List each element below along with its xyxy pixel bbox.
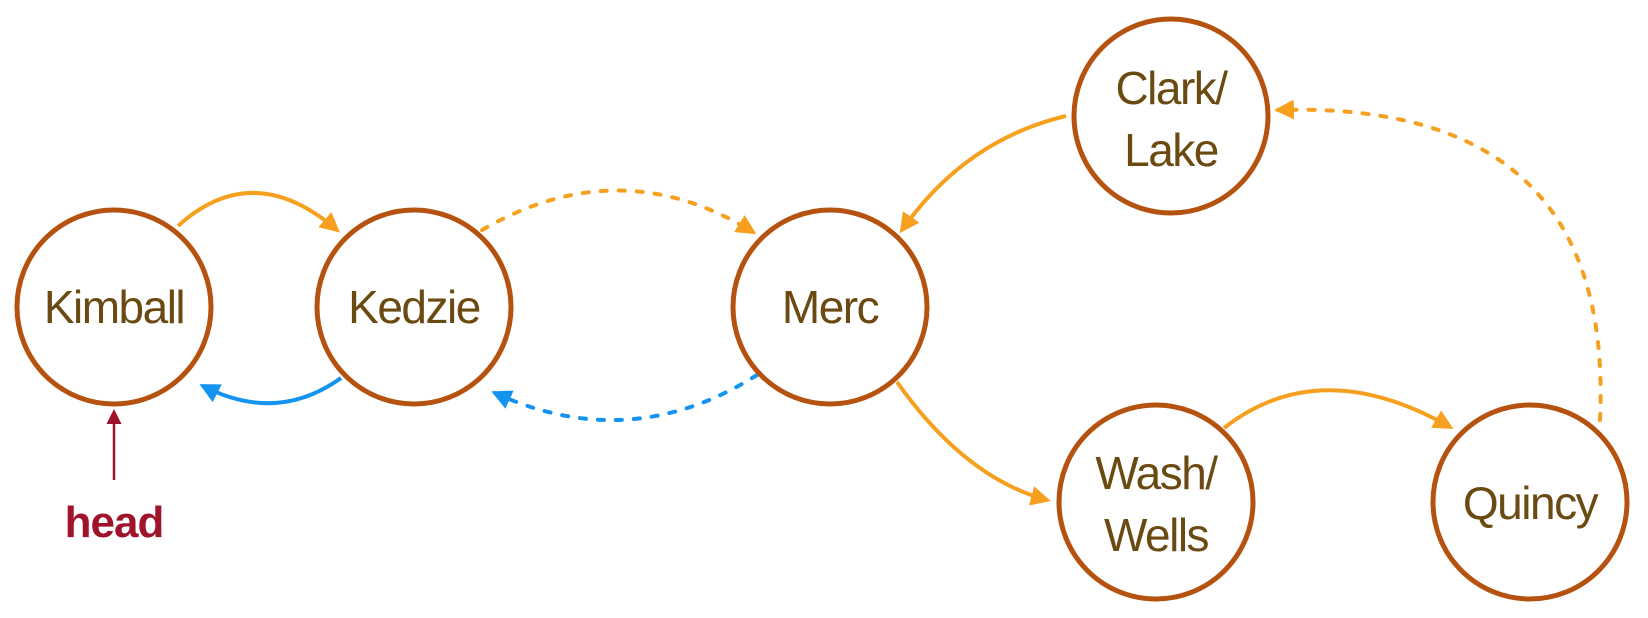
node-kimball: Kimball (14, 207, 214, 407)
node-wash-label-line2: Wells (1104, 509, 1209, 561)
nodes: Kimball Kedzie Merc Clark/ Lake Wash/ We… (14, 16, 1630, 602)
node-wash-label-line1: Wash/ (1095, 447, 1218, 499)
node-quincy: Quincy (1430, 402, 1630, 602)
edge-kedzie-to-kimball (199, 376, 343, 406)
node-kimball-label: Kimball (44, 281, 184, 333)
node-clark-label-line1: Clark/ (1115, 62, 1228, 114)
edge-kimball-to-kedzie (176, 191, 341, 233)
node-kedzie: Kedzie (314, 207, 514, 407)
edge-kedzie-to-merc (480, 188, 757, 235)
node-clark-label-line2: Lake (1124, 124, 1218, 176)
head-label: head (65, 498, 164, 547)
edge-wash-to-quincy (1222, 388, 1454, 430)
node-quincy-label: Quincy (1463, 477, 1599, 529)
edge-quincy-to-clark (1274, 99, 1603, 422)
node-clark: Clark/ Lake (1071, 16, 1271, 216)
node-merc-label: Merc (782, 281, 879, 333)
node-wash: Wash/ Wells (1056, 402, 1256, 602)
node-merc: Merc (730, 207, 930, 407)
edges (176, 99, 1603, 506)
edge-merc-to-kedzie (491, 373, 759, 422)
edge-clark-to-merc (899, 114, 1067, 234)
head-pointer-group: head (65, 409, 164, 547)
edge-merc-to-wash (895, 380, 1051, 506)
node-kedzie-label: Kedzie (348, 281, 480, 333)
